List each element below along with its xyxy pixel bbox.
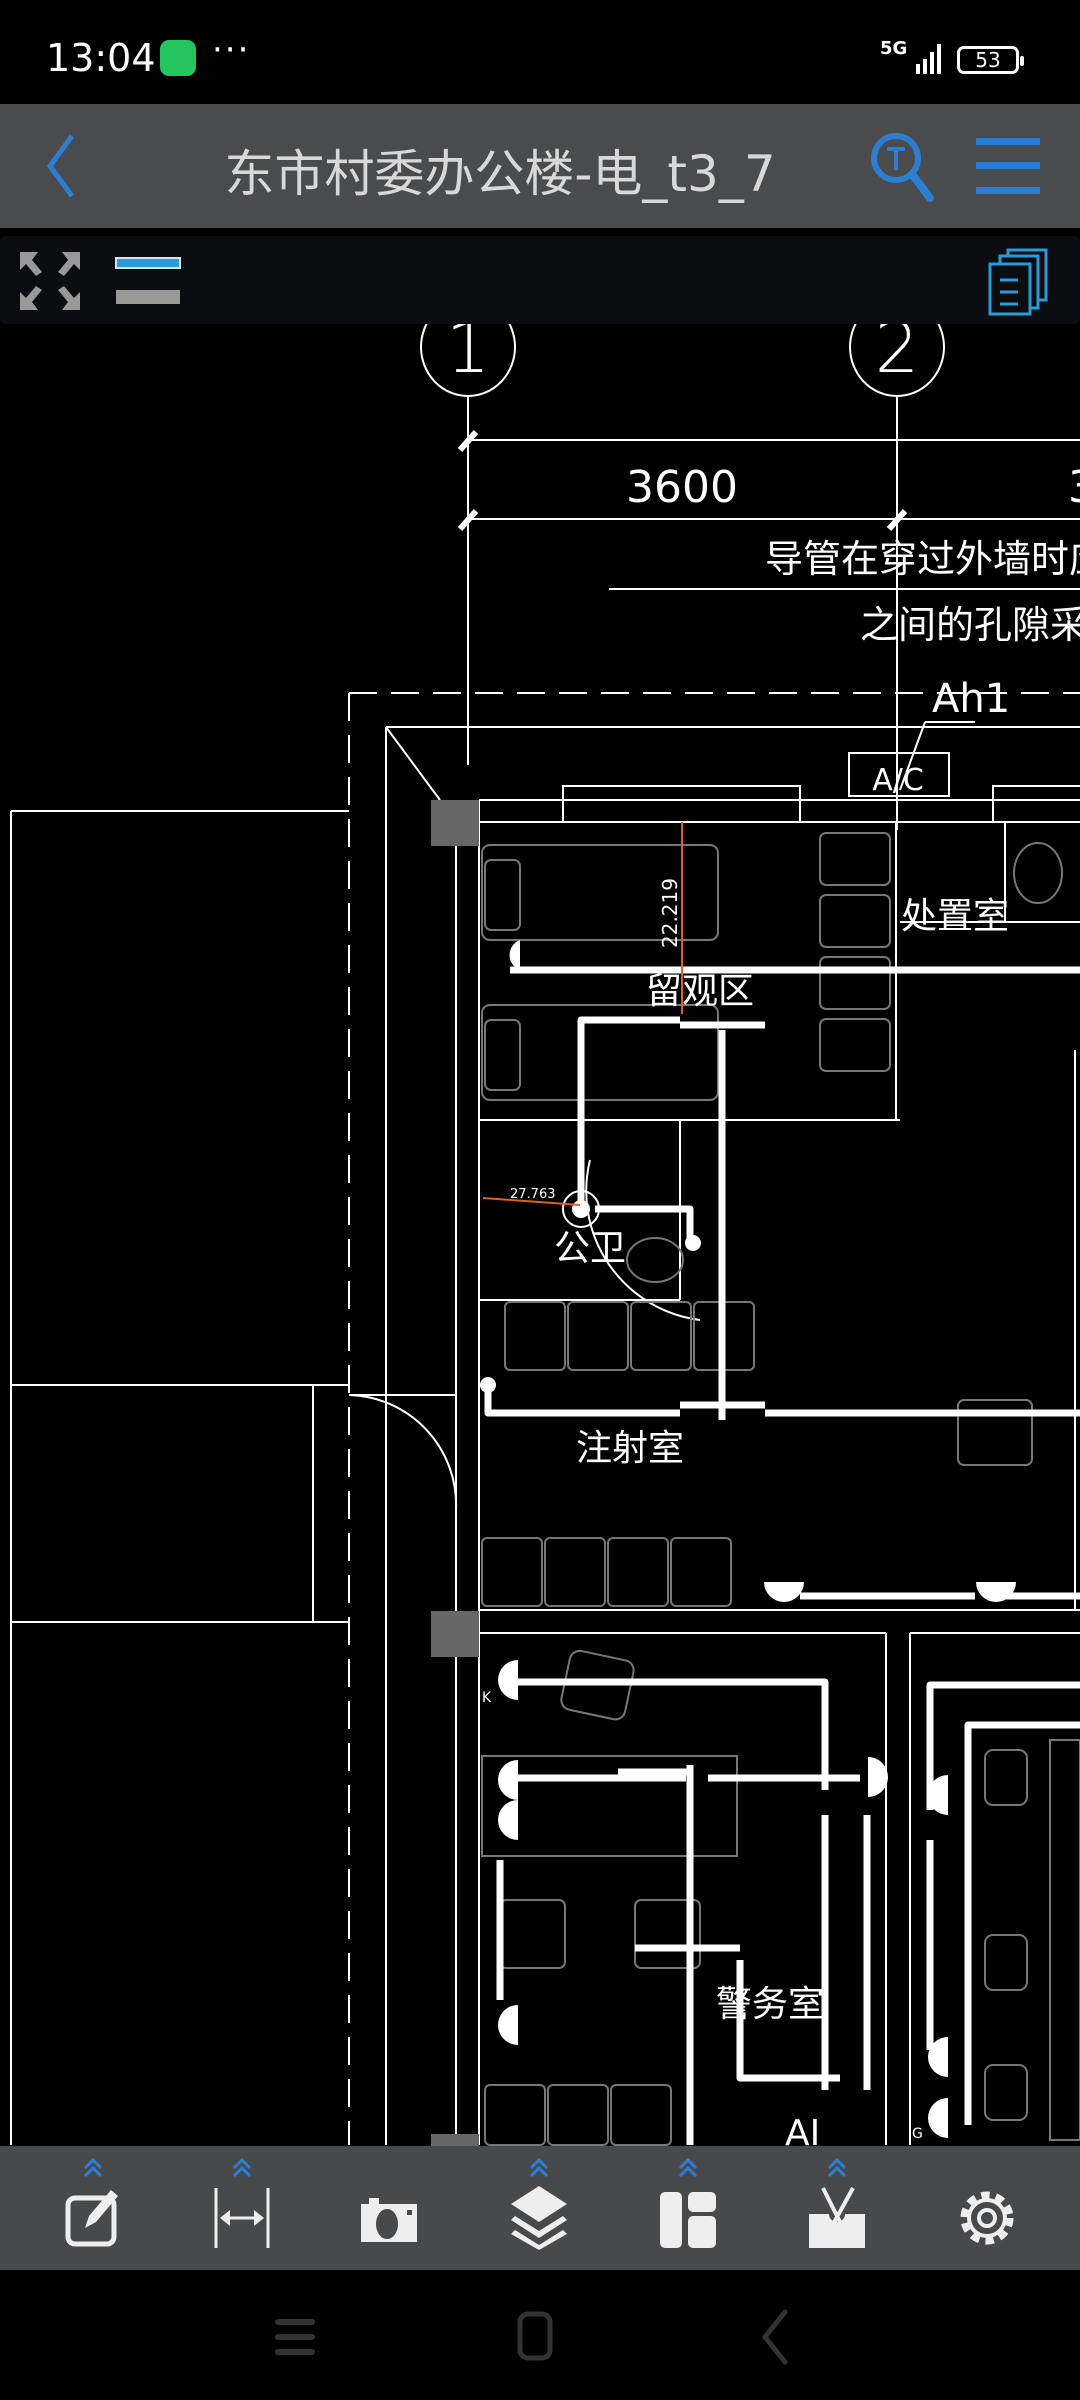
app-header: 东市村委办公楼-电_t3_7: [0, 104, 1080, 228]
home-icon[interactable]: [500, 2302, 570, 2372]
toolbox-icon: [809, 2187, 865, 2248]
drawing-toolbar: [0, 236, 1080, 324]
settings-icon: [960, 2191, 1014, 2245]
menu-icon[interactable]: [972, 134, 1044, 198]
chevron-up-icon: [83, 2157, 103, 2178]
room-label: 留观区: [646, 971, 754, 1012]
status-bar: 13:04 ··· 5G 53: [0, 0, 1080, 104]
status-time: 13:04: [46, 36, 156, 80]
signal-icon: [916, 44, 941, 74]
label-ah1: Ah1: [932, 676, 1010, 722]
settings-button[interactable]: [932, 2146, 1042, 2270]
dimension-text-partial: 3: [1068, 462, 1080, 513]
tools-button[interactable]: [782, 2146, 892, 2270]
measure-horizontal: 27.763: [510, 1187, 556, 1202]
system-nav-bar: [0, 2270, 1080, 2400]
edit-icon: [65, 2190, 118, 2247]
wechat-notification-icon: [160, 40, 196, 76]
note-line-2: 之间的孔隙采用防: [860, 603, 1080, 647]
text-search-icon[interactable]: [868, 130, 940, 208]
measure-vertical: 22.219: [658, 878, 682, 948]
label-k: K: [482, 1690, 492, 1706]
room-label: 注射室: [576, 1428, 684, 1469]
recent-apps-icon[interactable]: [260, 2302, 330, 2372]
network-type: 5G: [880, 38, 908, 59]
room-label: 处置室: [901, 896, 1009, 937]
chevron-up-icon: [232, 2157, 252, 2178]
measure-icon: [214, 2188, 270, 2248]
note-line-1: 导管在穿过外墙时应加止: [765, 537, 1080, 581]
expand-icon[interactable]: [18, 250, 82, 312]
room-label: 警务室: [716, 1984, 824, 2025]
layout-icon: [660, 2192, 716, 2248]
more-notifications: ···: [212, 30, 251, 70]
camera-icon: [361, 2198, 417, 2242]
layers-icon: [511, 2186, 567, 2250]
screenshot-button[interactable]: [334, 2146, 444, 2270]
layers-button[interactable]: [484, 2146, 594, 2270]
measure-button[interactable]: [187, 2146, 297, 2270]
back-nav-icon[interactable]: [740, 2302, 810, 2372]
dimension-text: 3600: [626, 462, 738, 513]
page-title: 东市村委办公楼-电_t3_7: [224, 145, 776, 203]
room-label: 公卫: [554, 1228, 626, 1269]
line-weight-icon[interactable]: [114, 250, 182, 312]
chevron-up-icon: [827, 2157, 847, 2178]
back-button[interactable]: [32, 126, 92, 206]
chevron-up-icon: [678, 2157, 698, 2178]
bottom-toolbar: [0, 2146, 1080, 2270]
edit-button[interactable]: [38, 2146, 148, 2270]
chevron-up-icon: [529, 2157, 549, 2178]
layout-button[interactable]: [633, 2146, 743, 2270]
label-g: G: [912, 2126, 923, 2142]
label-ac: A/C: [872, 763, 924, 798]
documents-icon[interactable]: [986, 246, 1050, 316]
battery-indicator: 53: [957, 46, 1024, 74]
